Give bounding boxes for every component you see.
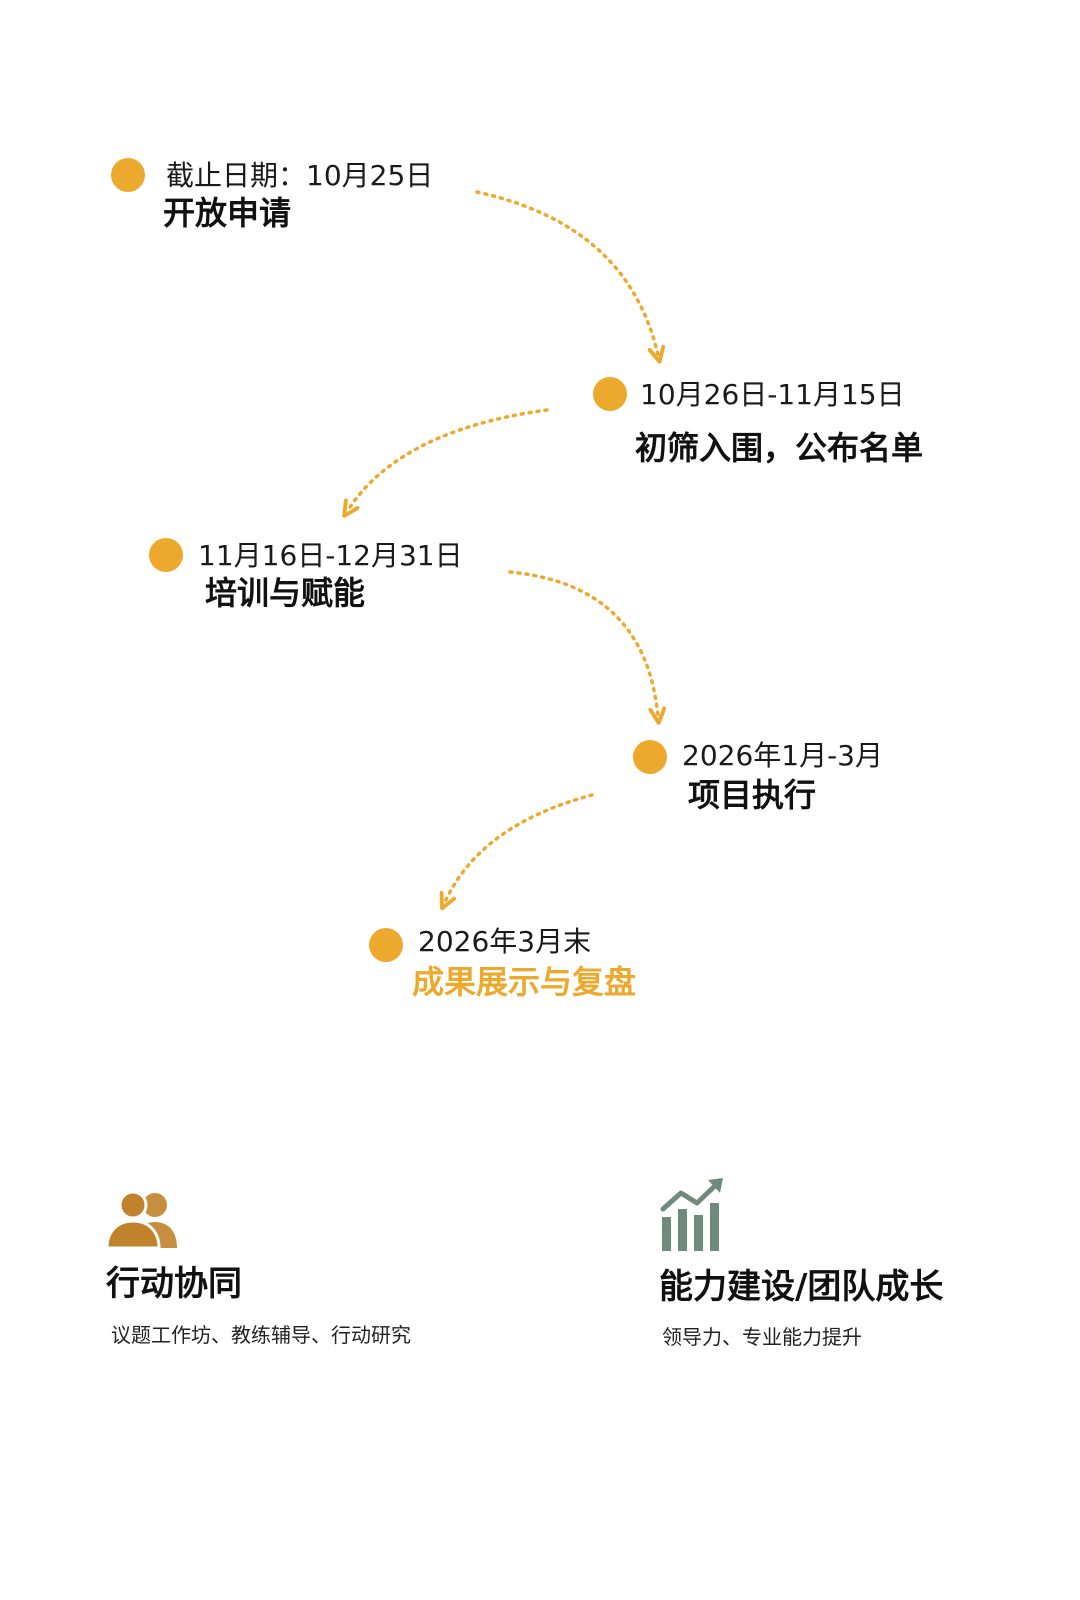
connector-arrow-2 — [348, 408, 549, 510]
timeline-date-4: 2026年1月-3月 — [682, 739, 883, 772]
timeline-title-5: 成果展示与复盘 — [412, 963, 637, 1001]
people-icon — [105, 1190, 177, 1250]
timeline-date-1: 截止日期：10月25日 — [166, 159, 434, 192]
timeline-dot-3 — [149, 538, 183, 572]
timeline-dot-4 — [633, 740, 667, 774]
timeline-dot-1 — [111, 158, 145, 192]
timeline-date-3: 11月16日-12月31日 — [198, 539, 463, 572]
timeline-title-4: 项目执行 — [688, 776, 817, 814]
collaboration-title: 行动协同 — [106, 1264, 242, 1304]
timeline-date-2: 10月26日-11月15日 — [640, 378, 905, 411]
timeline-title-1: 开放申请 — [163, 194, 292, 232]
capacity-description: 领导力、专业能力提升 — [662, 1325, 862, 1349]
capacity-title: 能力建设/团队成长 — [659, 1267, 944, 1307]
timeline-dot-5 — [369, 928, 403, 962]
timeline-dot-2 — [593, 377, 627, 411]
connector-arrow-4 — [445, 793, 594, 902]
timeline-date-5: 2026年3月末 — [418, 925, 592, 958]
connector-arrow-1 — [475, 190, 658, 355]
timeline-title-2: 初筛入围，公布名单 — [635, 429, 924, 467]
timeline-title-3: 培训与赋能 — [205, 574, 366, 612]
collaboration-description: 议题工作坊、教练辅导、行动研究 — [111, 1323, 411, 1347]
growth-chart-icon — [660, 1178, 723, 1251]
connector-arrow-3 — [508, 570, 658, 716]
